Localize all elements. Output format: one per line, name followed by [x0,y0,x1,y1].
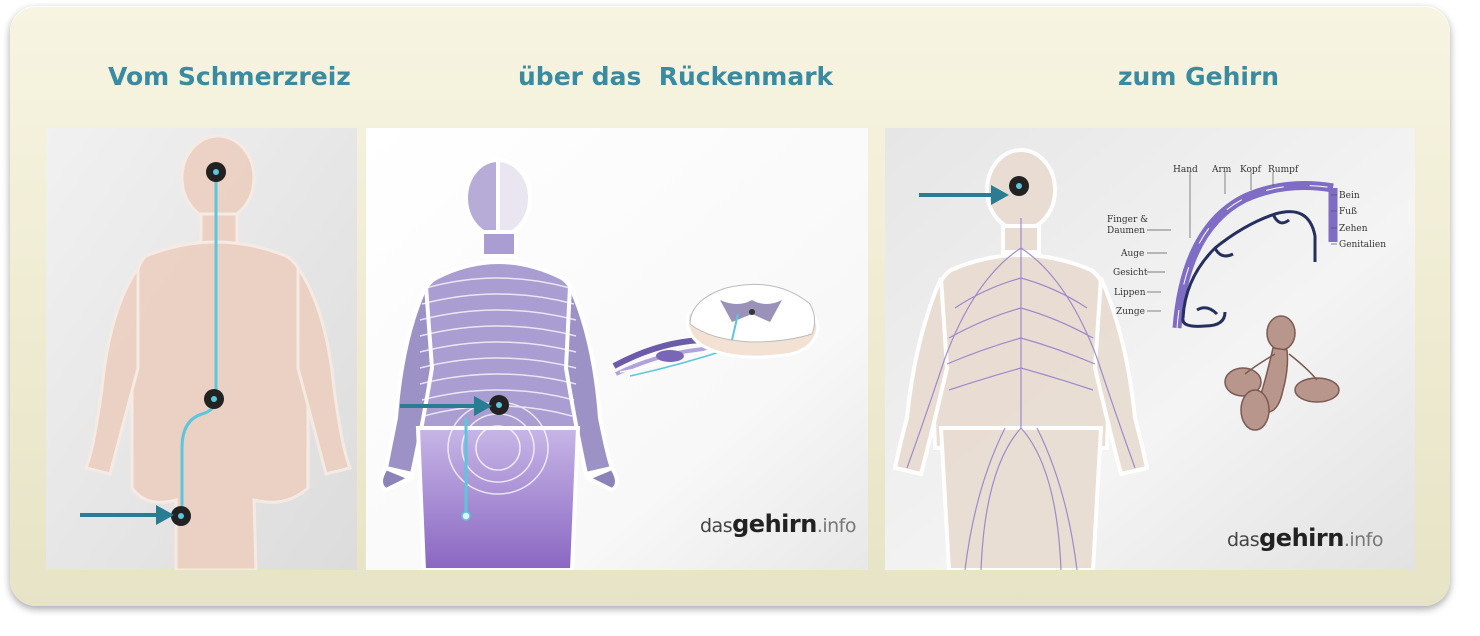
label-rumpf: Rumpf [1268,165,1299,175]
watermark-logo: dasgehirn.info [700,510,857,538]
label-fuss: Fuß [1339,207,1357,217]
nervous-system-illustration: Hand Arm Kopf Rumpf Bein Fuß Zehen Genit… [885,128,1415,570]
label-lippen: Lippen [1114,288,1146,298]
heading-stimulus: Vom Schmerzreiz [108,62,351,91]
label-auge: Auge [1120,249,1144,259]
watermark-logo: dasgehirn.info [1227,524,1384,552]
watermark-middle: gehirn [732,510,817,538]
spinal-cord-cross-section [612,283,820,377]
heading-brain: zum Gehirn [1118,62,1280,91]
stimulus-arrow-icon [80,505,174,525]
label-daumen: Daumen [1107,226,1145,236]
watermark-prefix: das [700,515,733,537]
body-silhouette [379,157,619,570]
label-bein: Bein [1339,191,1360,201]
watermark-suffix: .info [1343,529,1384,551]
panel-spinal-cord: dasgehirn.info [366,128,868,570]
label-finger: Finger & [1107,215,1148,225]
label-zunge: Zunge [1116,307,1145,317]
label-hand: Hand [1173,165,1198,175]
label-zehen: Zehen [1339,224,1368,234]
panel-brain: Hand Arm Kopf Rumpf Bein Fuß Zehen Genit… [885,128,1415,570]
stimulus-arrow-icon [919,185,1009,205]
watermark-middle: gehirn [1259,524,1344,552]
heading-spinal-cord: über das Rückenmark [518,62,834,91]
label-kopf: Kopf [1240,165,1262,175]
homunculus-figure-icon [1224,315,1340,431]
stimulus-arrow-icon [400,396,492,416]
panel-pain-stimulus [46,128,357,570]
label-gesicht: Gesicht [1113,268,1148,278]
nerve-network [906,218,1136,570]
watermark-prefix: das [1227,529,1260,551]
dermatome-illustration [366,128,868,570]
watermark-suffix: .info [816,515,857,537]
label-arm: Arm [1211,165,1232,175]
homunculus-map: Hand Arm Kopf Rumpf Bein Fuß Zehen Genit… [1107,165,1386,329]
body-back-illustration [46,128,357,570]
label-genitalien: Genitalien [1339,240,1386,250]
